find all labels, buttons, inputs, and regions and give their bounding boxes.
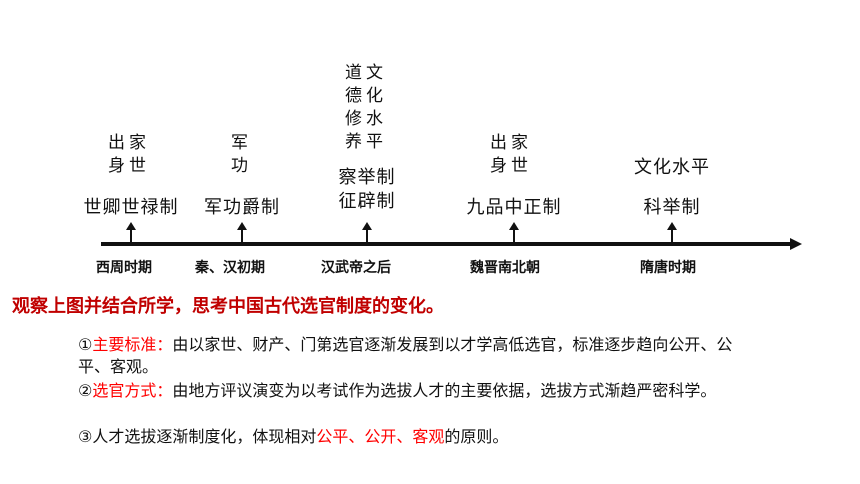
timeline-svg bbox=[101, 222, 802, 250]
stage-3-system: 察举制 征辟制 bbox=[338, 167, 396, 212]
point-3-highlight: 公平、公开、客观 bbox=[316, 427, 445, 446]
stage-2-period: 秦、汉初期 bbox=[195, 260, 265, 276]
stage-3-criteria: 道 德 修 养 文 化 水 平 bbox=[345, 62, 383, 154]
stage-4-system: 九品中正制 bbox=[466, 197, 562, 218]
stage-2-criteria: 军 功 bbox=[231, 132, 248, 178]
stage-1-system: 世卿世禄制 bbox=[83, 197, 179, 218]
stage-1-period: 西周时期 bbox=[96, 260, 152, 276]
criteria-column: 家 世 bbox=[511, 133, 528, 176]
timeline-arrowhead bbox=[790, 238, 802, 250]
stage-4-criteria: 出 身 家 世 bbox=[490, 132, 528, 178]
criteria-column: 出 身 bbox=[490, 133, 507, 176]
point-1: ①主要标准：由以家世、财产、门第选官逐渐发展到以才学高低选官，标准逐步趋向公开、… bbox=[78, 335, 733, 376]
point-3: ③人才选拔逐渐制度化，体现相对公平、公开、客观的原则。 bbox=[78, 427, 509, 446]
stage-2-system: 军功爵制 bbox=[204, 197, 280, 218]
stage-5-criteria: 文化水平 bbox=[634, 157, 710, 178]
stage-5-system: 科举制 bbox=[643, 197, 701, 218]
criteria-column: 出 身 bbox=[108, 133, 125, 176]
question-prompt: 观察上图并结合所学，思考中国古代选官制度的变化。 bbox=[12, 296, 444, 317]
criteria-column: 军 功 bbox=[231, 133, 248, 176]
stage-3-period: 汉武帝之后 bbox=[321, 260, 391, 276]
criteria-column: 道 德 修 养 bbox=[345, 63, 362, 152]
stage-4-period: 魏晋南北朝 bbox=[470, 260, 540, 276]
timeline-tick-2 bbox=[237, 222, 247, 244]
point-2: ②选官方式：由地方评议演变为以考试作为选拔人才的主要依据，选拔方式渐趋严密科学。 bbox=[78, 381, 717, 400]
criteria-column: 家 世 bbox=[129, 133, 146, 176]
stage-1-criteria: 出 身 家 世 bbox=[108, 132, 146, 178]
timeline-tick-1 bbox=[126, 222, 136, 244]
stage-5-period: 隋唐时期 bbox=[640, 260, 696, 276]
timeline-tick-3 bbox=[362, 222, 372, 244]
point-1-label: 主要标准： bbox=[92, 335, 173, 354]
criteria-column: 文 化 水 平 bbox=[366, 63, 383, 152]
timeline-tick-4 bbox=[509, 222, 519, 244]
timeline-tick-5 bbox=[667, 222, 677, 244]
point-2-label: 选官方式： bbox=[92, 381, 173, 400]
